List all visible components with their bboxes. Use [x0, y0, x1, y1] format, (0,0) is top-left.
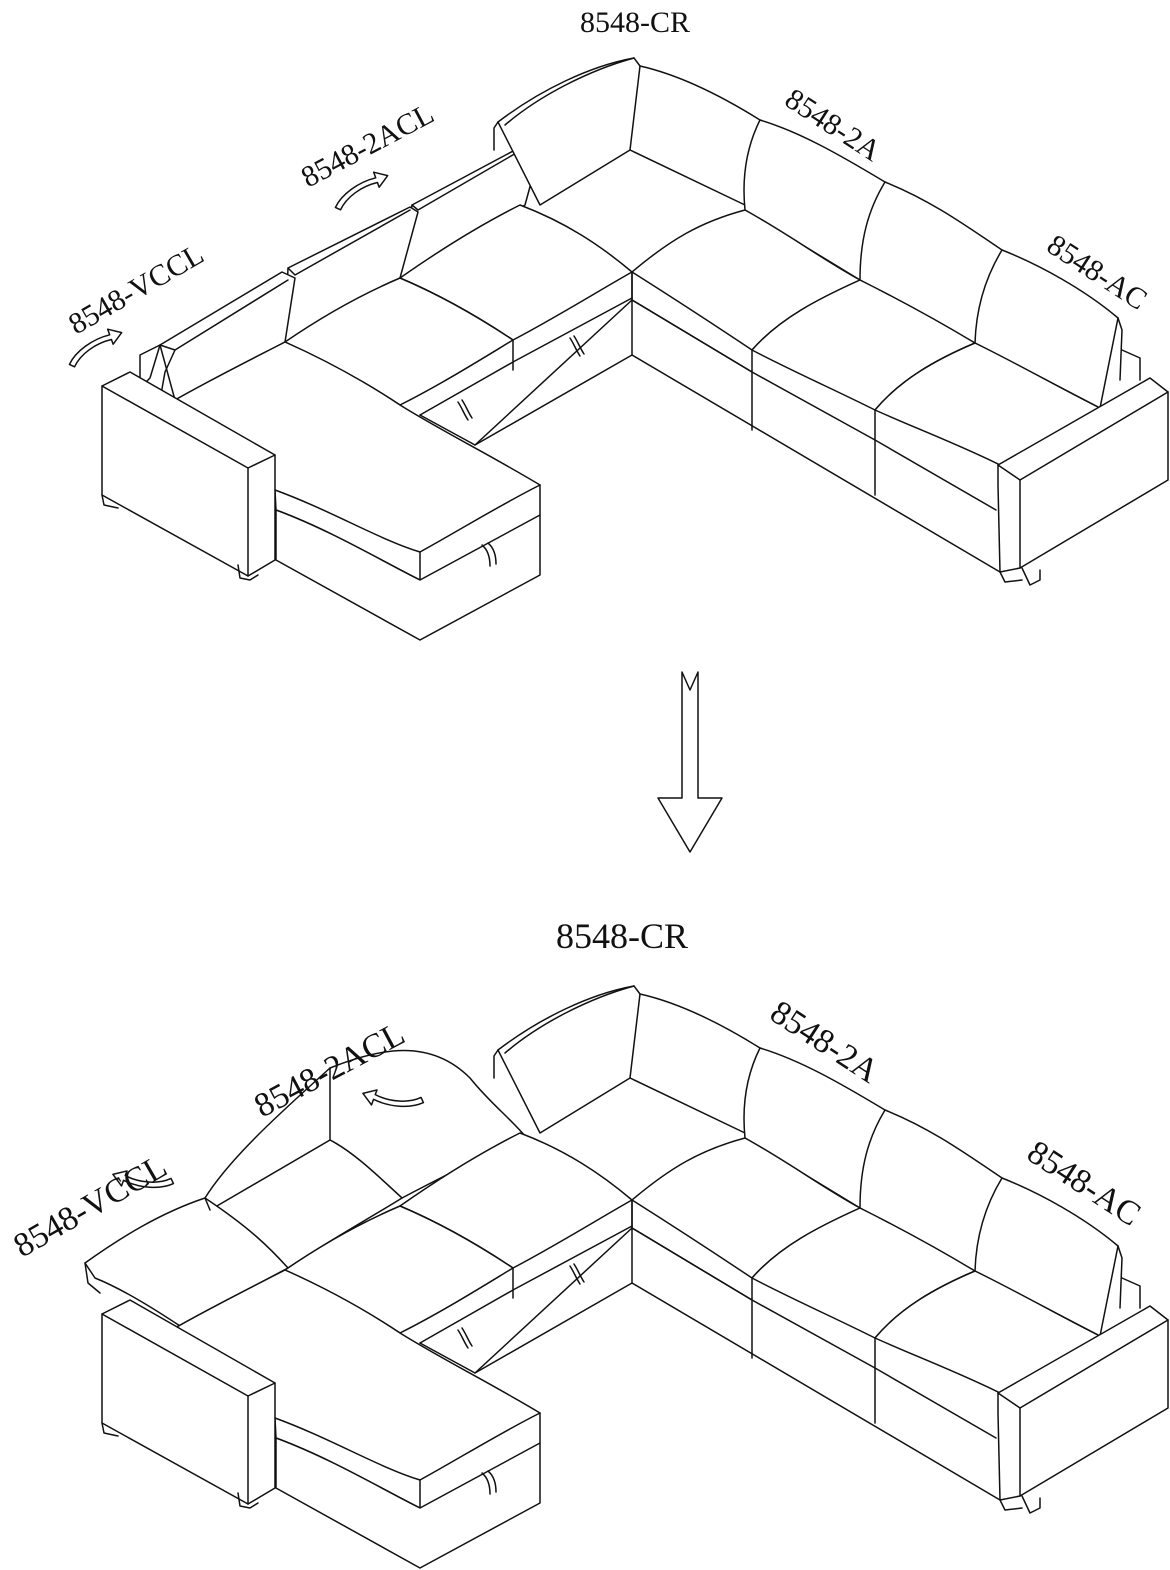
- bottom-label-cr: 8548-CR: [556, 916, 688, 956]
- bottom-view: [84, 985, 1169, 1569]
- top-left-backrests: [139, 141, 541, 401]
- top-label-vccl: 8548-VCCL: [63, 237, 209, 341]
- top-view: 8548-CR 8548-2A 8548-AC 8548-2ACL 8548-V…: [61, 6, 1169, 641]
- transition-arrow: [657, 671, 723, 853]
- top-label-cr: 8548-CR: [580, 6, 690, 39]
